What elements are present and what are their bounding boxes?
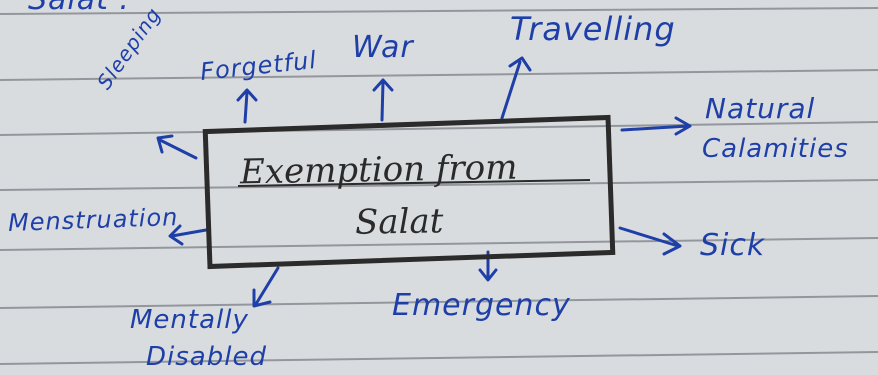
- rule-line: [0, 351, 878, 365]
- rule-line: [0, 7, 878, 15]
- arrow-sick: [618, 226, 682, 256]
- rule-line: [0, 295, 878, 309]
- arrow-natural: [620, 116, 692, 136]
- arrow-menstruation: [168, 224, 208, 246]
- arrow-mentally: [252, 266, 280, 308]
- center-strike-line: [237, 179, 591, 187]
- node-mentally-line1: Mentally: [130, 305, 249, 335]
- node-war: War: [352, 30, 414, 65]
- rule-line: [0, 69, 878, 81]
- central-box: [202, 114, 616, 270]
- rule-lines: [0, 7, 878, 365]
- arrow-emergency: [478, 250, 498, 282]
- node-menstruation: Menstruation: [7, 203, 179, 237]
- rule-line: [0, 121, 878, 136]
- arrow-sleeping: [156, 134, 198, 160]
- rule-line: [0, 237, 878, 251]
- node-natural-line1: Natural: [705, 92, 816, 125]
- center-text-line1: Exemption from: [239, 147, 518, 193]
- node-sick: Sick: [700, 228, 766, 263]
- node-emergency: Emergency: [392, 288, 571, 323]
- arrow-war: [372, 78, 394, 122]
- rule-line: [0, 179, 878, 191]
- header-partial-text: Salat :: [28, 0, 131, 17]
- node-natural-line2: Calamities: [702, 134, 849, 164]
- node-mentally-line2: Disabled: [146, 342, 267, 372]
- arrow-travelling: [500, 56, 532, 120]
- center-text-line2: Salat: [354, 201, 444, 243]
- node-travelling: Travelling: [510, 10, 676, 48]
- arrow-forgetful: [236, 88, 258, 124]
